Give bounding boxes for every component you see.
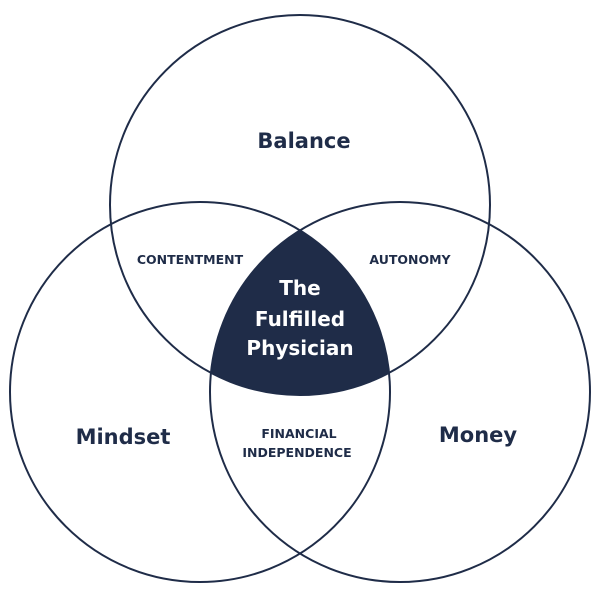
independence-label: INDEPENDENCE	[242, 445, 351, 460]
center-label-line-3: Physician	[246, 336, 353, 360]
autonomy-label: AUTONOMY	[369, 252, 451, 267]
mindset-label: Mindset	[76, 425, 171, 449]
money-label: Money	[439, 423, 518, 447]
center-label-line-2: Fulfilled	[255, 307, 345, 331]
financial-label: FINANCIAL	[261, 426, 336, 441]
balance-circle	[109, 14, 491, 396]
center-label-line-1: The	[279, 276, 320, 300]
center-region	[210, 202, 390, 395]
contentment-label: CONTENTMENT	[137, 252, 244, 267]
balance-label: Balance	[257, 129, 350, 153]
mindset-circle	[9, 201, 391, 583]
money-circle	[209, 201, 591, 583]
